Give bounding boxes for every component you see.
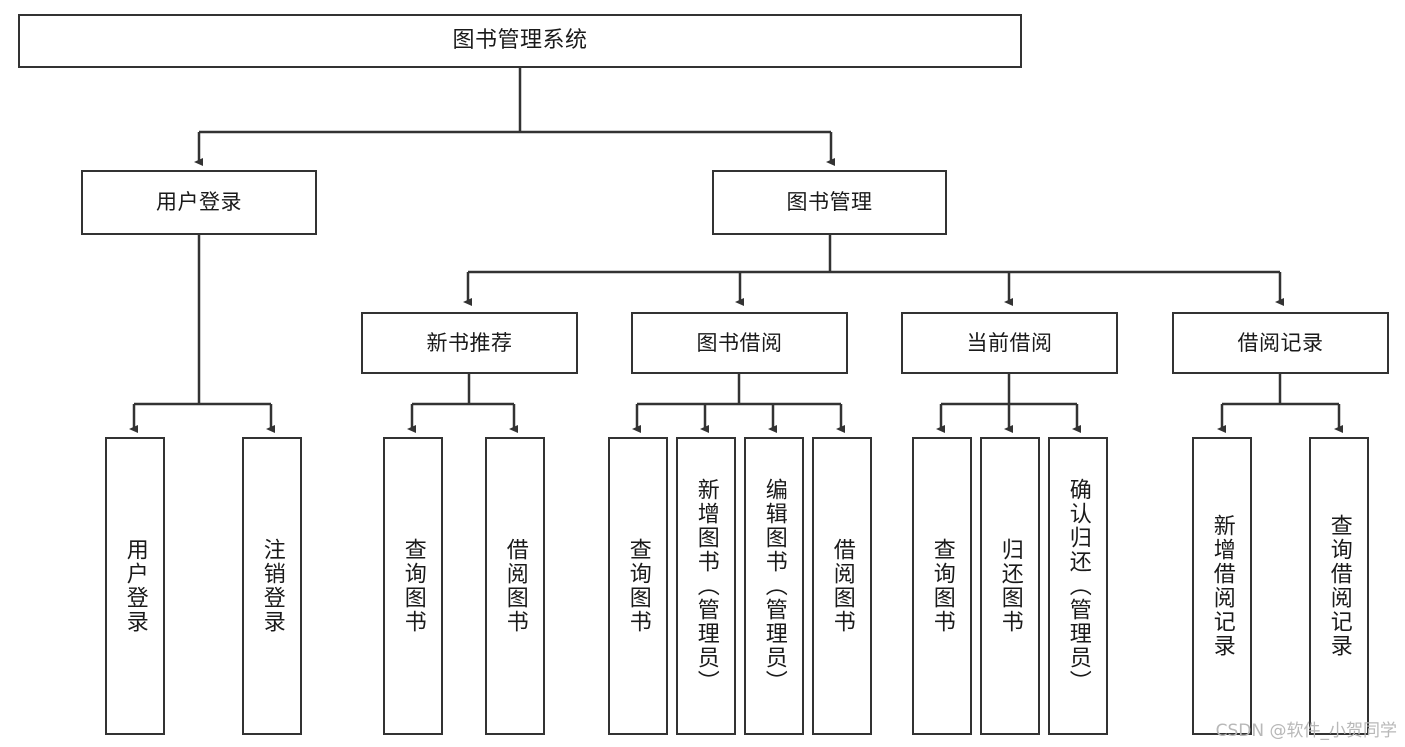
node-book-management[interactable]: 图书管理 [712,170,947,235]
node-label: 确认归还（管理员） [1065,478,1091,694]
leaf-user-login-login[interactable]: 用户登录 [105,437,165,735]
node-label: 用户登录 [156,190,242,215]
node-label: 用户登录 [122,538,148,634]
node-label: 新增图书（管理员） [693,478,719,694]
node-label: 查询图书 [625,538,651,634]
leaf-borrow-borrow-book[interactable]: 借阅图书 [812,437,872,735]
node-user-login[interactable]: 用户登录 [81,170,317,235]
leaf-current-confirm-return-admin[interactable]: 确认归还（管理员） [1048,437,1108,735]
node-label: 查询图书 [400,538,426,634]
leaf-borrow-query-book[interactable]: 查询图书 [608,437,668,735]
node-current-borrow[interactable]: 当前借阅 [901,312,1118,374]
csdn-watermark: CSDN @软件_小贺同学 [1215,721,1397,741]
leaf-borrow-edit-book-admin[interactable]: 编辑图书（管理员） [744,437,804,735]
node-label: 图书管理系统 [452,28,588,54]
leaf-records-query-record[interactable]: 查询借阅记录 [1309,437,1369,735]
node-label: 编辑图书（管理员） [761,478,787,694]
node-book-borrow[interactable]: 图书借阅 [631,312,848,374]
node-label: 借阅图书 [829,538,855,634]
leaf-current-query-book[interactable]: 查询图书 [912,437,972,735]
node-label: 查询图书 [929,538,955,634]
node-label: 当前借阅 [966,330,1053,355]
node-label: 借阅记录 [1237,330,1324,355]
leaf-records-add-record[interactable]: 新增借阅记录 [1192,437,1252,735]
leaf-recommend-borrow-book[interactable]: 借阅图书 [485,437,545,735]
leaf-user-login-logout[interactable]: 注销登录 [242,437,302,735]
node-label: 查询借阅记录 [1326,514,1352,658]
node-new-book-recommend[interactable]: 新书推荐 [361,312,578,374]
node-label: 注销登录 [259,538,285,634]
node-label: 图书借阅 [696,330,783,355]
node-borrow-records[interactable]: 借阅记录 [1172,312,1389,374]
node-label: 新增借阅记录 [1209,514,1235,658]
node-label: 新书推荐 [426,330,513,355]
leaf-recommend-query-book[interactable]: 查询图书 [383,437,443,735]
leaf-current-return-book[interactable]: 归还图书 [980,437,1040,735]
node-label: 图书管理 [786,190,873,215]
leaf-borrow-add-book-admin[interactable]: 新增图书（管理员） [676,437,736,735]
node-root-system[interactable]: 图书管理系统 [18,14,1022,68]
node-label: 借阅图书 [502,538,528,634]
node-label: 归还图书 [997,538,1023,634]
